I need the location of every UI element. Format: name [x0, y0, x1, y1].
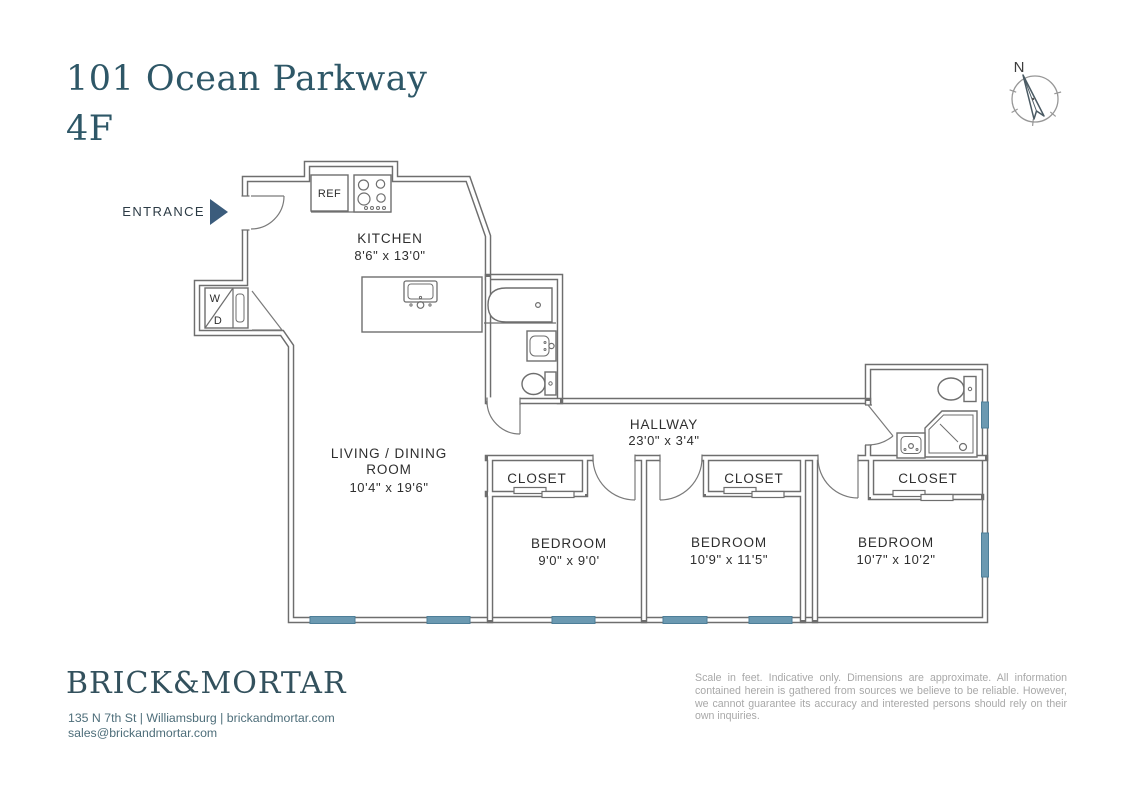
svg-text:ROOM: ROOM: [366, 462, 412, 477]
bathroom2-sink: [896, 432, 926, 459]
entrance-door: [250, 195, 285, 230]
bathroom1-door: [486, 400, 521, 435]
window: [981, 532, 989, 578]
svg-text:BEDROOM: BEDROOM: [858, 535, 934, 550]
room-label-living-dining: LIVING / DINING ROOM 10'4" x 19'6": [331, 446, 447, 495]
room-label-kitchen: KITCHEN 8'6" x 13'0": [354, 231, 425, 263]
dryer-label: D: [214, 315, 222, 327]
kitchen-island: [361, 276, 483, 333]
compass-icon: N: [1009, 59, 1062, 126]
window: [748, 616, 793, 624]
svg-text:10'4" x 19'6": 10'4" x 19'6": [349, 480, 428, 495]
svg-text:10'7" x 10'2": 10'7" x 10'2": [856, 552, 935, 567]
title-address: 101 Ocean Parkway: [66, 59, 428, 99]
page-title: 101 Ocean Parkway 4F: [66, 54, 427, 154]
title-unit: 4F: [66, 109, 114, 149]
compass-north-label: N: [1014, 59, 1025, 76]
windows: [309, 401, 989, 624]
room-label-bedroom-3: BEDROOM 10'7" x 10'2": [856, 535, 935, 567]
bathroom2-toilet: [937, 375, 977, 403]
svg-text:8'6" x 13'0": 8'6" x 13'0": [354, 248, 425, 263]
brand-logo: BRICK&MORTAR: [66, 666, 347, 701]
bathroom2-fixtures: [896, 375, 978, 459]
svg-text:23'0" x 3'4": 23'0" x 3'4": [628, 433, 699, 448]
closet-label-3: CLOSET: [898, 471, 957, 486]
bedroom3-door: [817, 457, 859, 499]
island-sink-faucet: [416, 301, 425, 309]
bathroom2-door: [867, 404, 894, 446]
svg-text:LIVING / DINING: LIVING / DINING: [331, 446, 447, 461]
window: [551, 616, 596, 624]
room-label-hallway: HALLWAY 23'0" x 3'4": [628, 417, 699, 448]
room-label-bedroom-1: BEDROOM 9'0" x 9'0': [531, 536, 607, 568]
refrigerator: [310, 174, 349, 212]
room-label-bedroom-2: BEDROOM 10'9" x 11'5": [690, 535, 768, 567]
washer-label: W: [210, 293, 221, 305]
closet-label-1: CLOSET: [507, 471, 566, 486]
closet-sliders: [513, 486, 954, 502]
bathroom1-sink: [526, 330, 557, 362]
svg-text:HALLWAY: HALLWAY: [630, 417, 698, 432]
brand-email: sales@brickandmortar.com: [68, 726, 218, 740]
wd-closet-door: [251, 290, 284, 331]
door-swings: [250, 195, 894, 501]
refrigerator-label: REF: [318, 188, 341, 200]
stove: [353, 174, 392, 213]
brand-address: 135 N 7th St | Williamsburg | brickandmo…: [68, 711, 335, 725]
disclaimer-text: Scale in feet. Indicative only. Dimensio…: [695, 672, 1067, 723]
bedroom2-door: [659, 457, 703, 501]
entrance-arrow-icon: [210, 199, 228, 225]
svg-text:9'0" x 9'0': 9'0" x 9'0': [538, 553, 599, 568]
svg-text:BEDROOM: BEDROOM: [531, 536, 607, 551]
entrance-label: ENTRANCE: [122, 204, 205, 219]
window: [309, 616, 356, 624]
svg-text:10'9" x 11'5": 10'9" x 11'5": [690, 552, 768, 567]
svg-text:KITCHEN: KITCHEN: [357, 231, 423, 246]
bathtub: [487, 287, 553, 323]
kitchen-fixtures: [310, 174, 483, 333]
window: [662, 616, 708, 624]
closet-label-2: CLOSET: [724, 471, 783, 486]
window: [426, 616, 471, 624]
bathroom1-toilet: [521, 371, 557, 396]
bedroom1-door: [592, 457, 636, 501]
entrance-marker: ENTRANCE: [122, 199, 228, 225]
window: [981, 401, 989, 429]
svg-text:BEDROOM: BEDROOM: [691, 535, 767, 550]
room-labels: KITCHEN 8'6" x 13'0" LIVING / DINING ROO…: [210, 188, 957, 568]
bathroom1-fixtures: [484, 287, 557, 396]
washer-dryer-unit: [204, 287, 249, 329]
